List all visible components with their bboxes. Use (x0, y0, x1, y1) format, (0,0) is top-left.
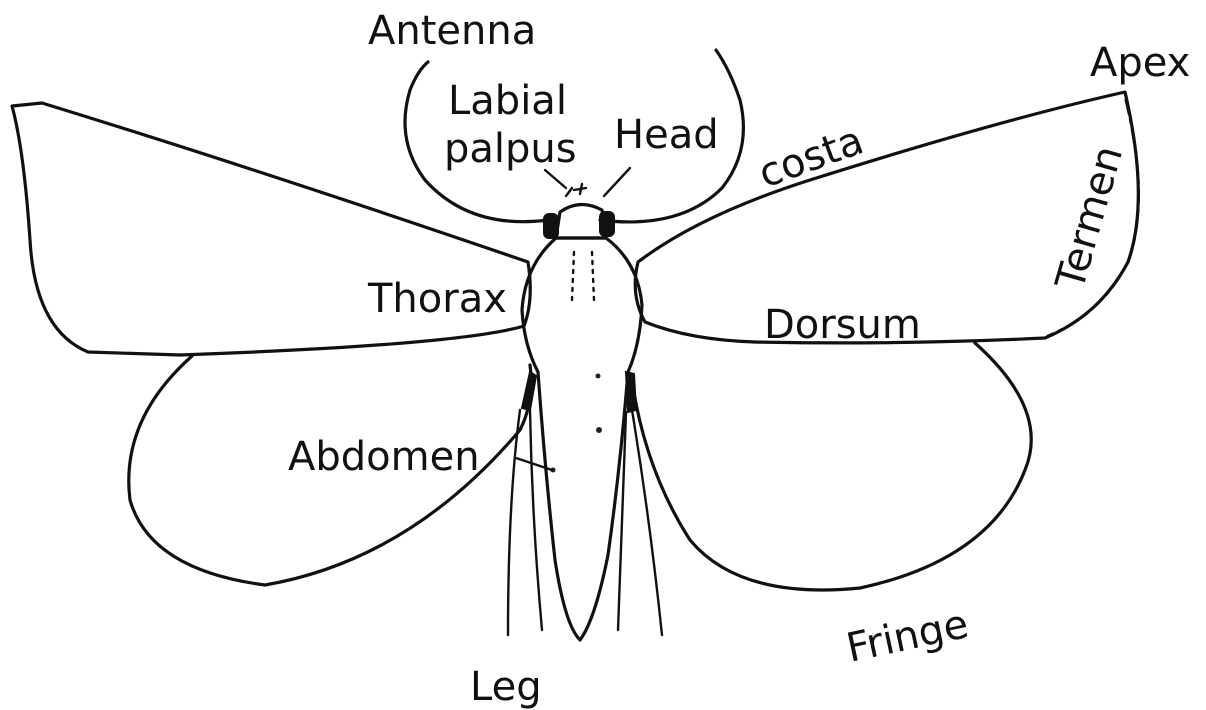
label-termen: Termen (1047, 141, 1132, 296)
head-leader (604, 168, 630, 196)
label-leg: Leg (470, 664, 542, 710)
thorax-detail (572, 252, 594, 300)
body-speck-1 (596, 374, 601, 379)
label-fringe: Fringe (843, 601, 973, 672)
label-abdomen: Abdomen (288, 434, 480, 480)
label-costa: costa (753, 117, 870, 197)
label-apex: Apex (1090, 40, 1190, 86)
palpus-leader (545, 170, 566, 188)
left-leg-joint (522, 372, 536, 410)
labial-palpus (566, 184, 586, 196)
left-leg-inner (530, 410, 542, 630)
label-dorsum: Dorsum (764, 302, 921, 348)
right-eye (600, 212, 614, 236)
right-hindwing (632, 343, 1031, 590)
body-speck-2 (596, 427, 602, 433)
label-head: Head (614, 112, 719, 158)
label-thorax: Thorax (367, 276, 507, 322)
label-antenna: Antenna (368, 8, 536, 54)
right-leg-joint (626, 372, 636, 412)
label-labial-line2: palpus (444, 126, 577, 172)
label-labial-line1: Labial (448, 78, 567, 124)
left-eye (544, 214, 558, 238)
head (556, 204, 606, 238)
